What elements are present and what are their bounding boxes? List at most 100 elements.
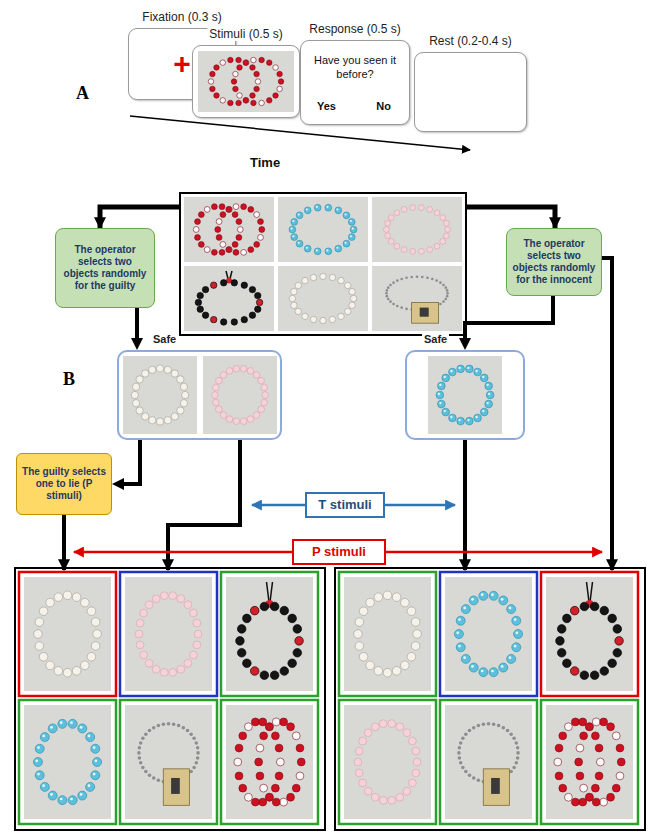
bead — [488, 393, 490, 395]
bead — [243, 97, 248, 102]
bead — [192, 737, 196, 741]
bead — [387, 298, 390, 301]
bead — [86, 782, 95, 791]
bead — [193, 619, 201, 627]
step-text: The guilty selects one to lie (P stimuli… — [22, 466, 106, 502]
bead — [226, 247, 232, 253]
bead — [461, 737, 465, 741]
bead — [509, 607, 512, 610]
bead — [219, 204, 225, 210]
object-photo — [184, 266, 274, 331]
bead — [254, 241, 260, 247]
bead — [58, 719, 67, 728]
bead — [171, 413, 178, 420]
bead — [439, 303, 442, 306]
panel-letter: B — [63, 369, 75, 389]
photo-background — [445, 705, 532, 819]
step-text: The operator selects two objects randoml… — [61, 244, 149, 292]
bead — [458, 367, 460, 369]
bead — [359, 737, 367, 745]
bead — [467, 419, 469, 421]
bead — [349, 288, 355, 294]
bead — [232, 71, 237, 76]
bead — [371, 793, 379, 801]
bead — [54, 667, 63, 676]
bead — [249, 92, 254, 97]
bead — [192, 766, 196, 770]
bead — [350, 220, 352, 222]
photo-background — [428, 356, 502, 434]
photo-background — [24, 577, 111, 691]
bead — [182, 726, 186, 730]
bead — [250, 100, 255, 105]
guilty-stimuli-frame — [15, 568, 325, 830]
bead — [271, 784, 279, 792]
stimulus-frame — [440, 572, 537, 696]
bead — [241, 282, 247, 288]
stimulus-frame — [440, 700, 537, 824]
bead — [482, 410, 484, 412]
bead — [227, 57, 232, 62]
bead — [261, 384, 268, 391]
bead — [235, 744, 243, 752]
stimulus-frame — [339, 572, 436, 696]
bead — [405, 276, 408, 279]
bead — [243, 614, 252, 623]
bead — [280, 718, 288, 726]
object-photo — [198, 51, 294, 112]
bead — [595, 744, 603, 752]
bead — [514, 618, 517, 621]
bead — [226, 206, 232, 212]
bead — [516, 751, 520, 755]
bead — [259, 227, 265, 233]
bead — [196, 746, 200, 750]
bead — [596, 758, 604, 766]
bead — [195, 235, 201, 241]
bead — [139, 741, 143, 745]
bead — [350, 226, 357, 233]
bead — [290, 228, 292, 230]
bead — [343, 240, 350, 247]
bead — [235, 57, 240, 62]
bead — [401, 247, 407, 253]
bead — [68, 796, 77, 805]
photo-background — [198, 51, 294, 112]
bead — [592, 718, 600, 726]
bead — [35, 618, 44, 627]
bead — [91, 642, 100, 651]
bead — [231, 78, 236, 83]
bead — [209, 71, 214, 76]
bead — [457, 365, 465, 373]
bead — [295, 282, 301, 288]
bead — [608, 614, 617, 623]
bead — [95, 759, 98, 762]
bead — [468, 773, 472, 777]
bead — [600, 798, 608, 806]
bead — [216, 406, 223, 413]
bead — [208, 78, 213, 83]
bead — [204, 247, 210, 253]
photo-background — [546, 705, 633, 819]
bead — [210, 282, 216, 288]
selection-arrow — [466, 207, 555, 228]
bead — [387, 286, 390, 289]
bead — [243, 59, 248, 64]
bead — [383, 227, 389, 233]
bead — [450, 370, 452, 372]
bead — [189, 609, 197, 617]
bead — [68, 719, 77, 728]
bead — [512, 643, 521, 652]
bead — [253, 86, 258, 91]
bead — [446, 295, 449, 298]
screen-heading: Response (0.5 s) — [307, 22, 402, 36]
bead — [595, 772, 603, 780]
bead — [204, 206, 210, 212]
bead — [516, 746, 520, 750]
bead — [260, 671, 269, 680]
bead — [461, 766, 465, 770]
object-photo — [445, 705, 532, 819]
stimulus-label: T stimuli — [318, 497, 371, 513]
bead — [458, 419, 460, 421]
tag-mark — [491, 778, 500, 794]
bead — [463, 607, 466, 610]
